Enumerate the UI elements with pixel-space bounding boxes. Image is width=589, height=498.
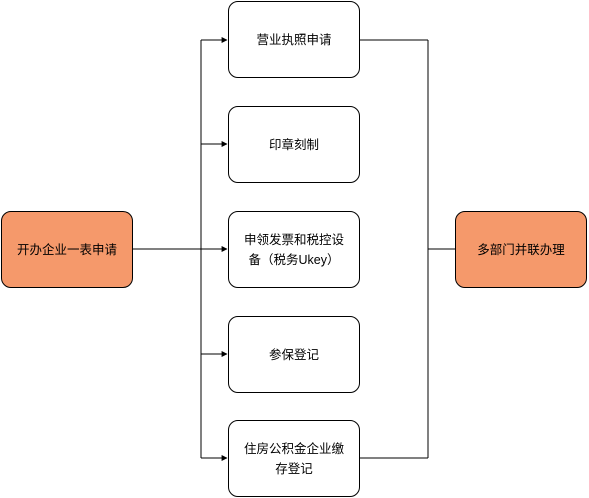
- branch-node-seal-engraving: 印章刻制: [228, 106, 360, 183]
- start-node-label: 开办企业一表申请: [16, 242, 117, 257]
- branch-node-label: 参保登记: [268, 347, 319, 362]
- branch-node-label: 营业执照申请: [256, 32, 332, 47]
- end-node-label: 多部门并联办理: [477, 242, 565, 257]
- branch-node-label: 住房公积金企业缴 存登记: [243, 441, 344, 476]
- branch-node-label: 申领发票和税控设 备（税务Ukey）: [243, 232, 344, 267]
- branch-node-invoice-tax-device: 申领发票和税控设 备（税务Ukey）: [228, 211, 360, 288]
- branch-node-business-license: 营业执照申请: [228, 1, 360, 78]
- branch-node-housing-fund-registration: 住房公积金企业缴 存登记: [228, 420, 360, 497]
- start-node: 开办企业一表申请: [1, 211, 133, 288]
- end-node: 多部门并联办理: [455, 211, 587, 288]
- branch-node-insurance-registration: 参保登记: [228, 316, 360, 393]
- branch-node-label: 印章刻制: [268, 137, 319, 152]
